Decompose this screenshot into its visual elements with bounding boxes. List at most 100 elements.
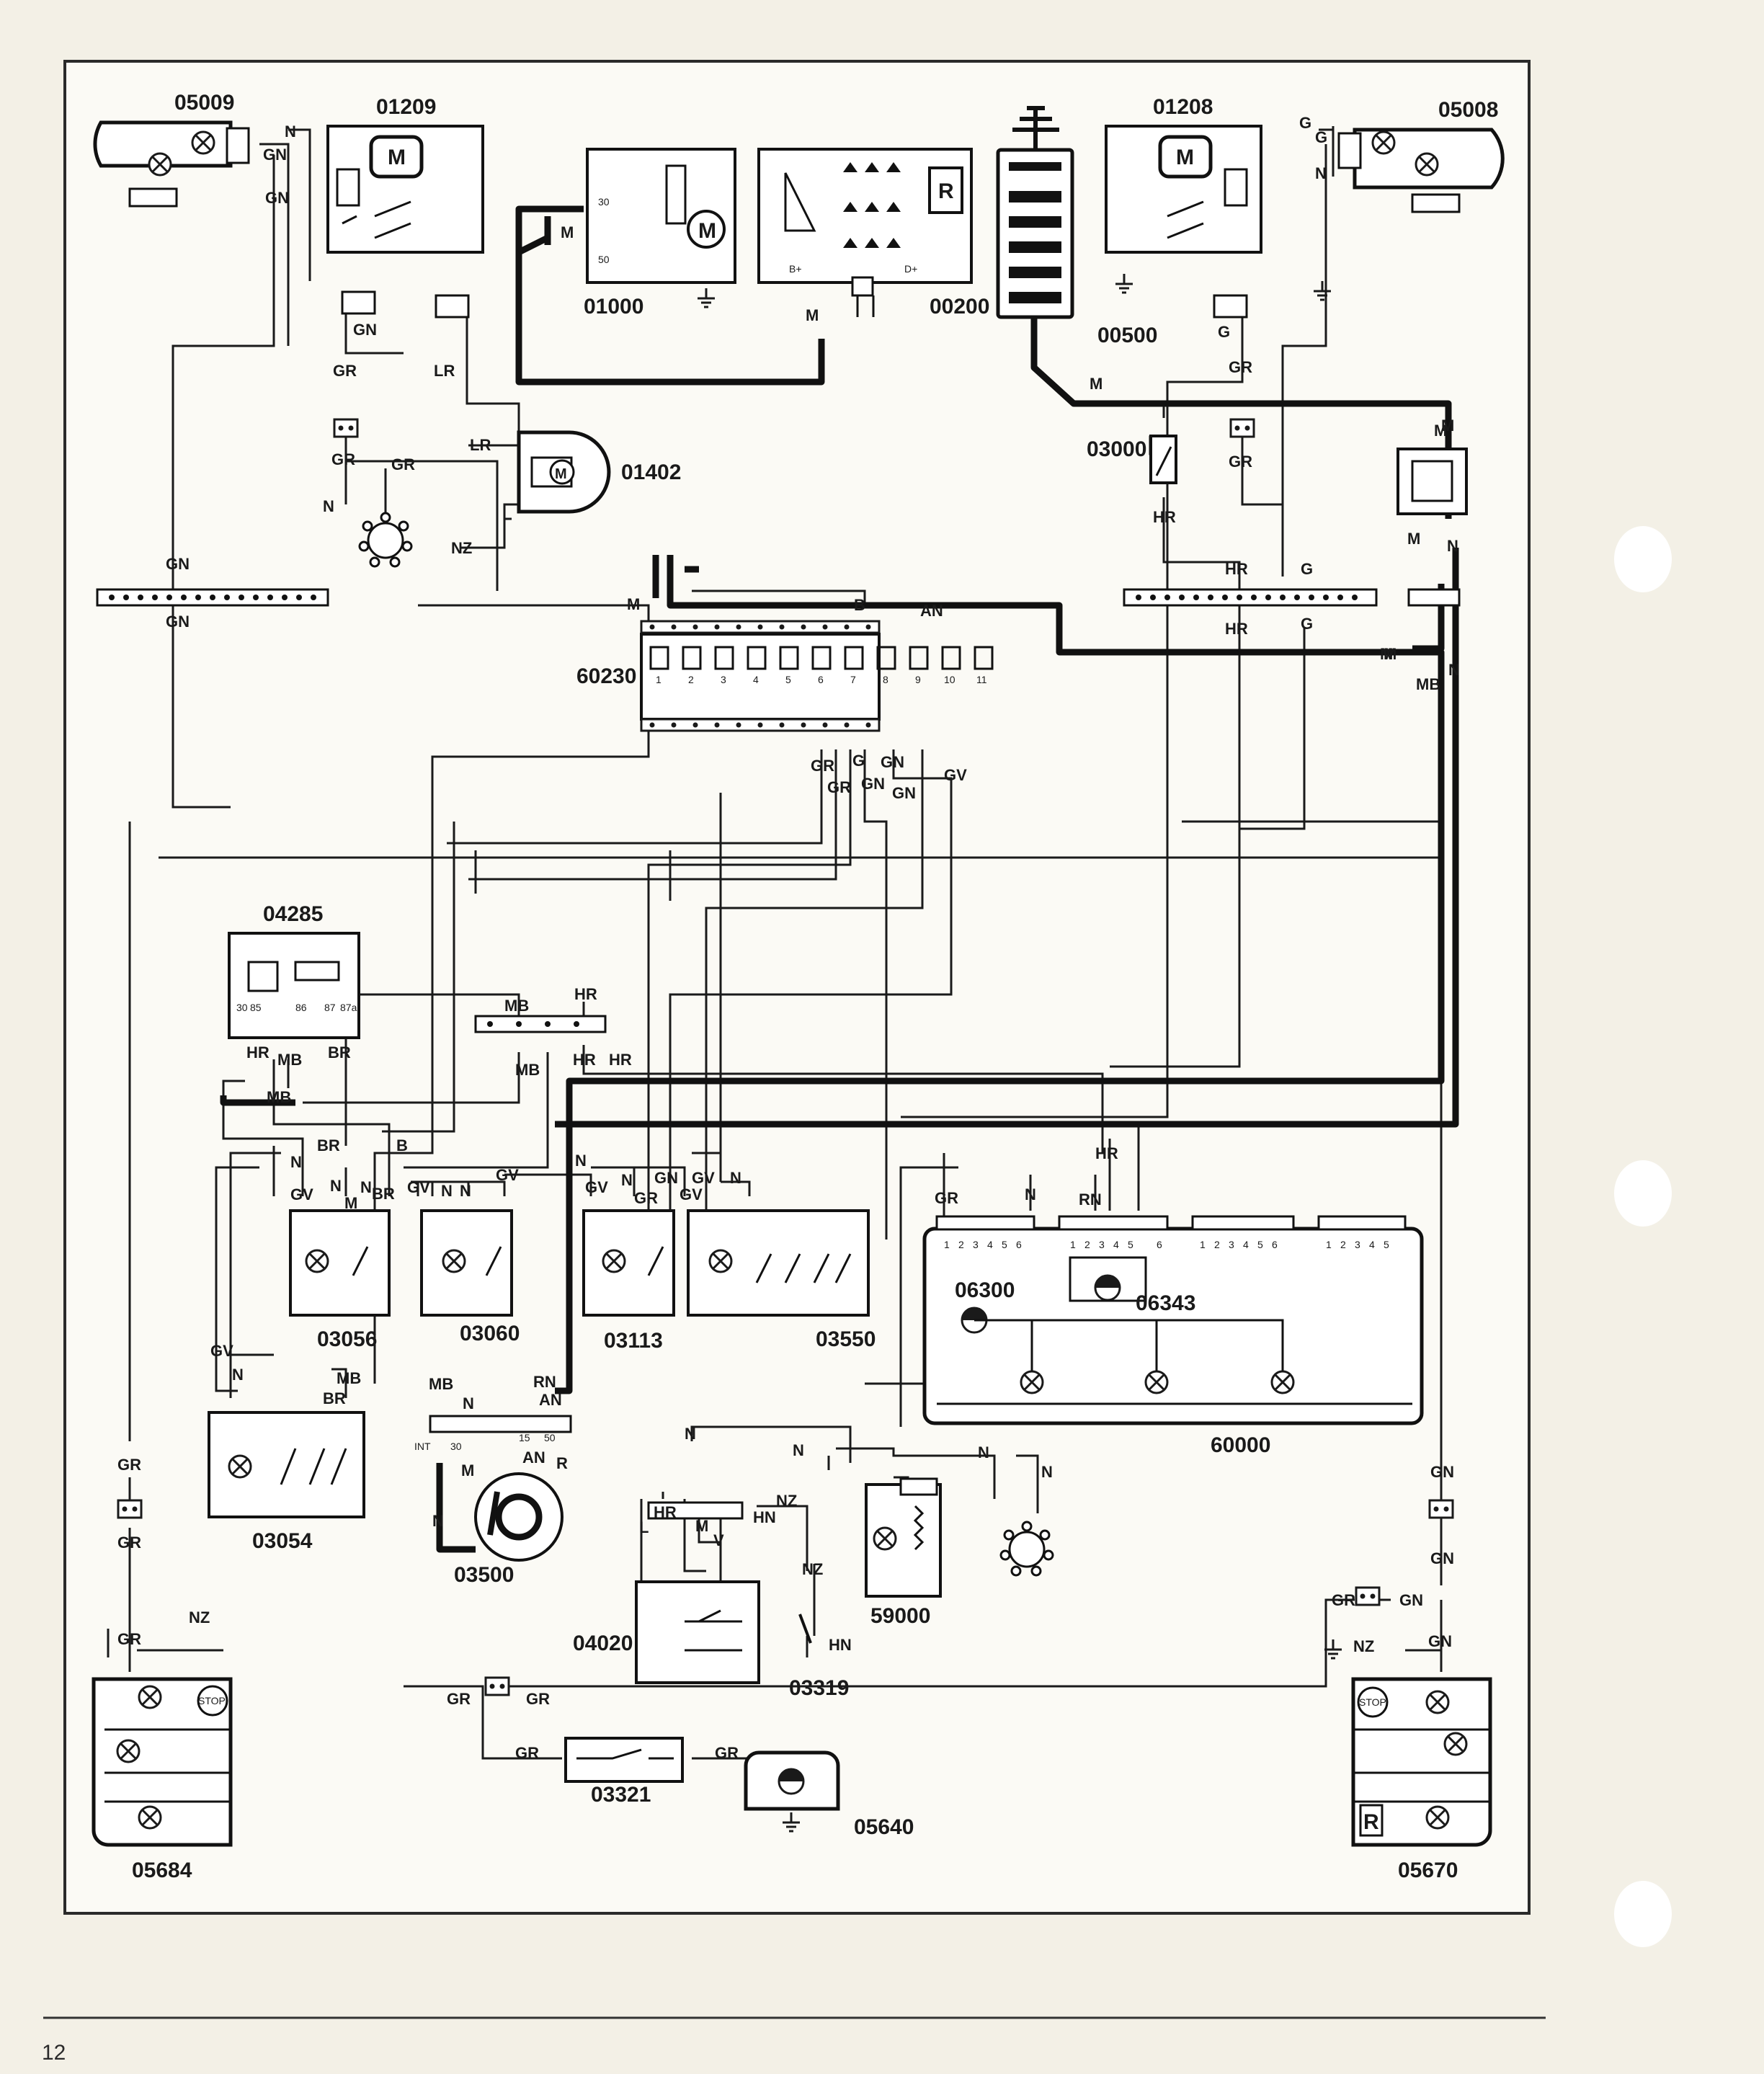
wire-label: N — [575, 1152, 587, 1170]
wire-label: N — [330, 1177, 342, 1195]
wire-label: HN — [753, 1508, 776, 1526]
wire-label: G — [852, 752, 865, 770]
wire-label: MB — [504, 997, 529, 1015]
fuse-position: 5 — [785, 674, 791, 685]
wire-label: MB — [267, 1088, 291, 1106]
regulator-letter: R — [938, 179, 954, 203]
code-05684: 05684 — [132, 1859, 192, 1882]
wire-label: HR — [246, 1043, 270, 1062]
wire-labels: N GN GN GN GR LR GR GR N LR NZ M M M M G… — [117, 114, 1460, 1762]
cluster-pin: 5 — [1002, 1239, 1007, 1250]
rear-lamp-05670 — [1351, 1677, 1492, 1847]
wire-label: M — [344, 1194, 357, 1212]
wire-label: B — [396, 1136, 408, 1154]
binder-hole — [1614, 526, 1672, 592]
connector-bar-right — [1123, 588, 1461, 607]
cluster-pin: 1 — [1326, 1239, 1332, 1250]
fuse-position: 8 — [883, 674, 888, 685]
pin-bplus: B+ — [789, 263, 802, 275]
code-59000: 59000 — [870, 1604, 930, 1628]
wire-label: N — [1041, 1463, 1053, 1481]
cluster-pin: 5 — [1384, 1239, 1389, 1250]
pin-labels: 1 2 3 4 5 6 7 8 9 10 11 30 85 86 87 87a … — [198, 196, 1389, 1708]
switch-03113 — [582, 1209, 675, 1317]
component-codes: 05009 01209 01000 00200 00500 01208 0500… — [132, 91, 1498, 1882]
wire-label: M — [1407, 530, 1420, 548]
wire-label: GN — [263, 146, 287, 164]
pin-50: 50 — [544, 1432, 556, 1443]
wire-label: GR — [447, 1690, 471, 1708]
code-01209: 01209 — [376, 95, 436, 119]
fuse-position: 9 — [915, 674, 921, 685]
cluster-pin: 6 — [1272, 1239, 1278, 1250]
wire-label: GV — [496, 1166, 519, 1184]
wire-label: N — [978, 1443, 989, 1461]
wire-label: M — [806, 306, 819, 324]
code-01402: 01402 — [621, 460, 681, 484]
temp-switch-03000 — [1149, 435, 1177, 484]
wire-label: GR — [515, 1744, 539, 1762]
pin-dplus: D+ — [904, 263, 917, 275]
motor-letter: M — [388, 146, 406, 169]
code-00200: 00200 — [930, 295, 989, 319]
wire-label: G — [1301, 560, 1313, 578]
horn-05008-icon — [1337, 128, 1505, 213]
code-03550: 03550 — [816, 1327, 876, 1351]
code-03321: 03321 — [591, 1783, 651, 1807]
relay-04285 — [228, 932, 360, 1039]
wire-label: M — [1090, 375, 1102, 393]
wire-label: AN — [539, 1391, 562, 1409]
fuse-position: 7 — [850, 674, 856, 685]
wire-label: GN — [1399, 1591, 1423, 1609]
cluster-pin: 1 — [1200, 1239, 1206, 1250]
reverse-letter: R — [1363, 1810, 1379, 1834]
wire-label: NZ — [776, 1492, 797, 1510]
wire-label: HR — [1225, 560, 1248, 578]
wire-label: RN — [1079, 1190, 1102, 1209]
wire-label: HN — [829, 1636, 852, 1654]
code-05670: 05670 — [1398, 1859, 1458, 1882]
alternator-00200 — [757, 148, 973, 317]
wire-label: N — [290, 1153, 302, 1171]
wire-label: N — [1315, 164, 1327, 182]
pin-30: 30 — [450, 1441, 462, 1452]
sender-59000 — [865, 1477, 942, 1598]
code-60230: 60230 — [576, 664, 636, 688]
fuse-box-60230 — [640, 620, 994, 732]
code-03056: 03056 — [317, 1327, 377, 1351]
wire-label: GN — [892, 784, 916, 802]
cluster-pin: 2 — [1084, 1239, 1090, 1250]
horn-05009-icon — [93, 120, 250, 208]
wire-label: M — [627, 595, 640, 613]
wire-label: AN — [522, 1448, 545, 1467]
connector-star-left — [358, 512, 413, 568]
cluster-pin: 2 — [958, 1239, 964, 1250]
wire-label: B — [854, 596, 865, 614]
motor-letter: M — [698, 219, 716, 243]
wire-label: N — [1448, 661, 1460, 679]
code-60000: 60000 — [1211, 1433, 1270, 1457]
instrument-cluster-60000 — [922, 1215, 1424, 1425]
wire-label: L — [639, 1518, 649, 1536]
code-03060: 03060 — [460, 1322, 520, 1345]
wire-label: GN — [166, 555, 190, 573]
code-05008: 05008 — [1438, 98, 1498, 122]
wire-label: N — [1025, 1185, 1036, 1203]
fan-relay-01209 — [326, 125, 484, 319]
wire-label: BR — [328, 1043, 351, 1062]
code-03500: 03500 — [454, 1563, 514, 1587]
cluster-pin: 4 — [1243, 1239, 1249, 1250]
wire-label: N — [441, 1182, 453, 1200]
code-01208: 01208 — [1153, 95, 1213, 119]
wire-label: BR — [317, 1136, 340, 1154]
wire-label: M — [461, 1461, 474, 1479]
wire-label: M — [1380, 645, 1393, 663]
wire-label: GN — [353, 321, 377, 339]
wire-label: MB — [277, 1051, 302, 1069]
relay-box-right — [1396, 448, 1468, 515]
stop-text: STOP — [1359, 1696, 1386, 1708]
rear-lamp-05684 — [92, 1677, 233, 1847]
wire-label: NZ — [451, 539, 472, 557]
fuse-position: 2 — [688, 674, 694, 685]
